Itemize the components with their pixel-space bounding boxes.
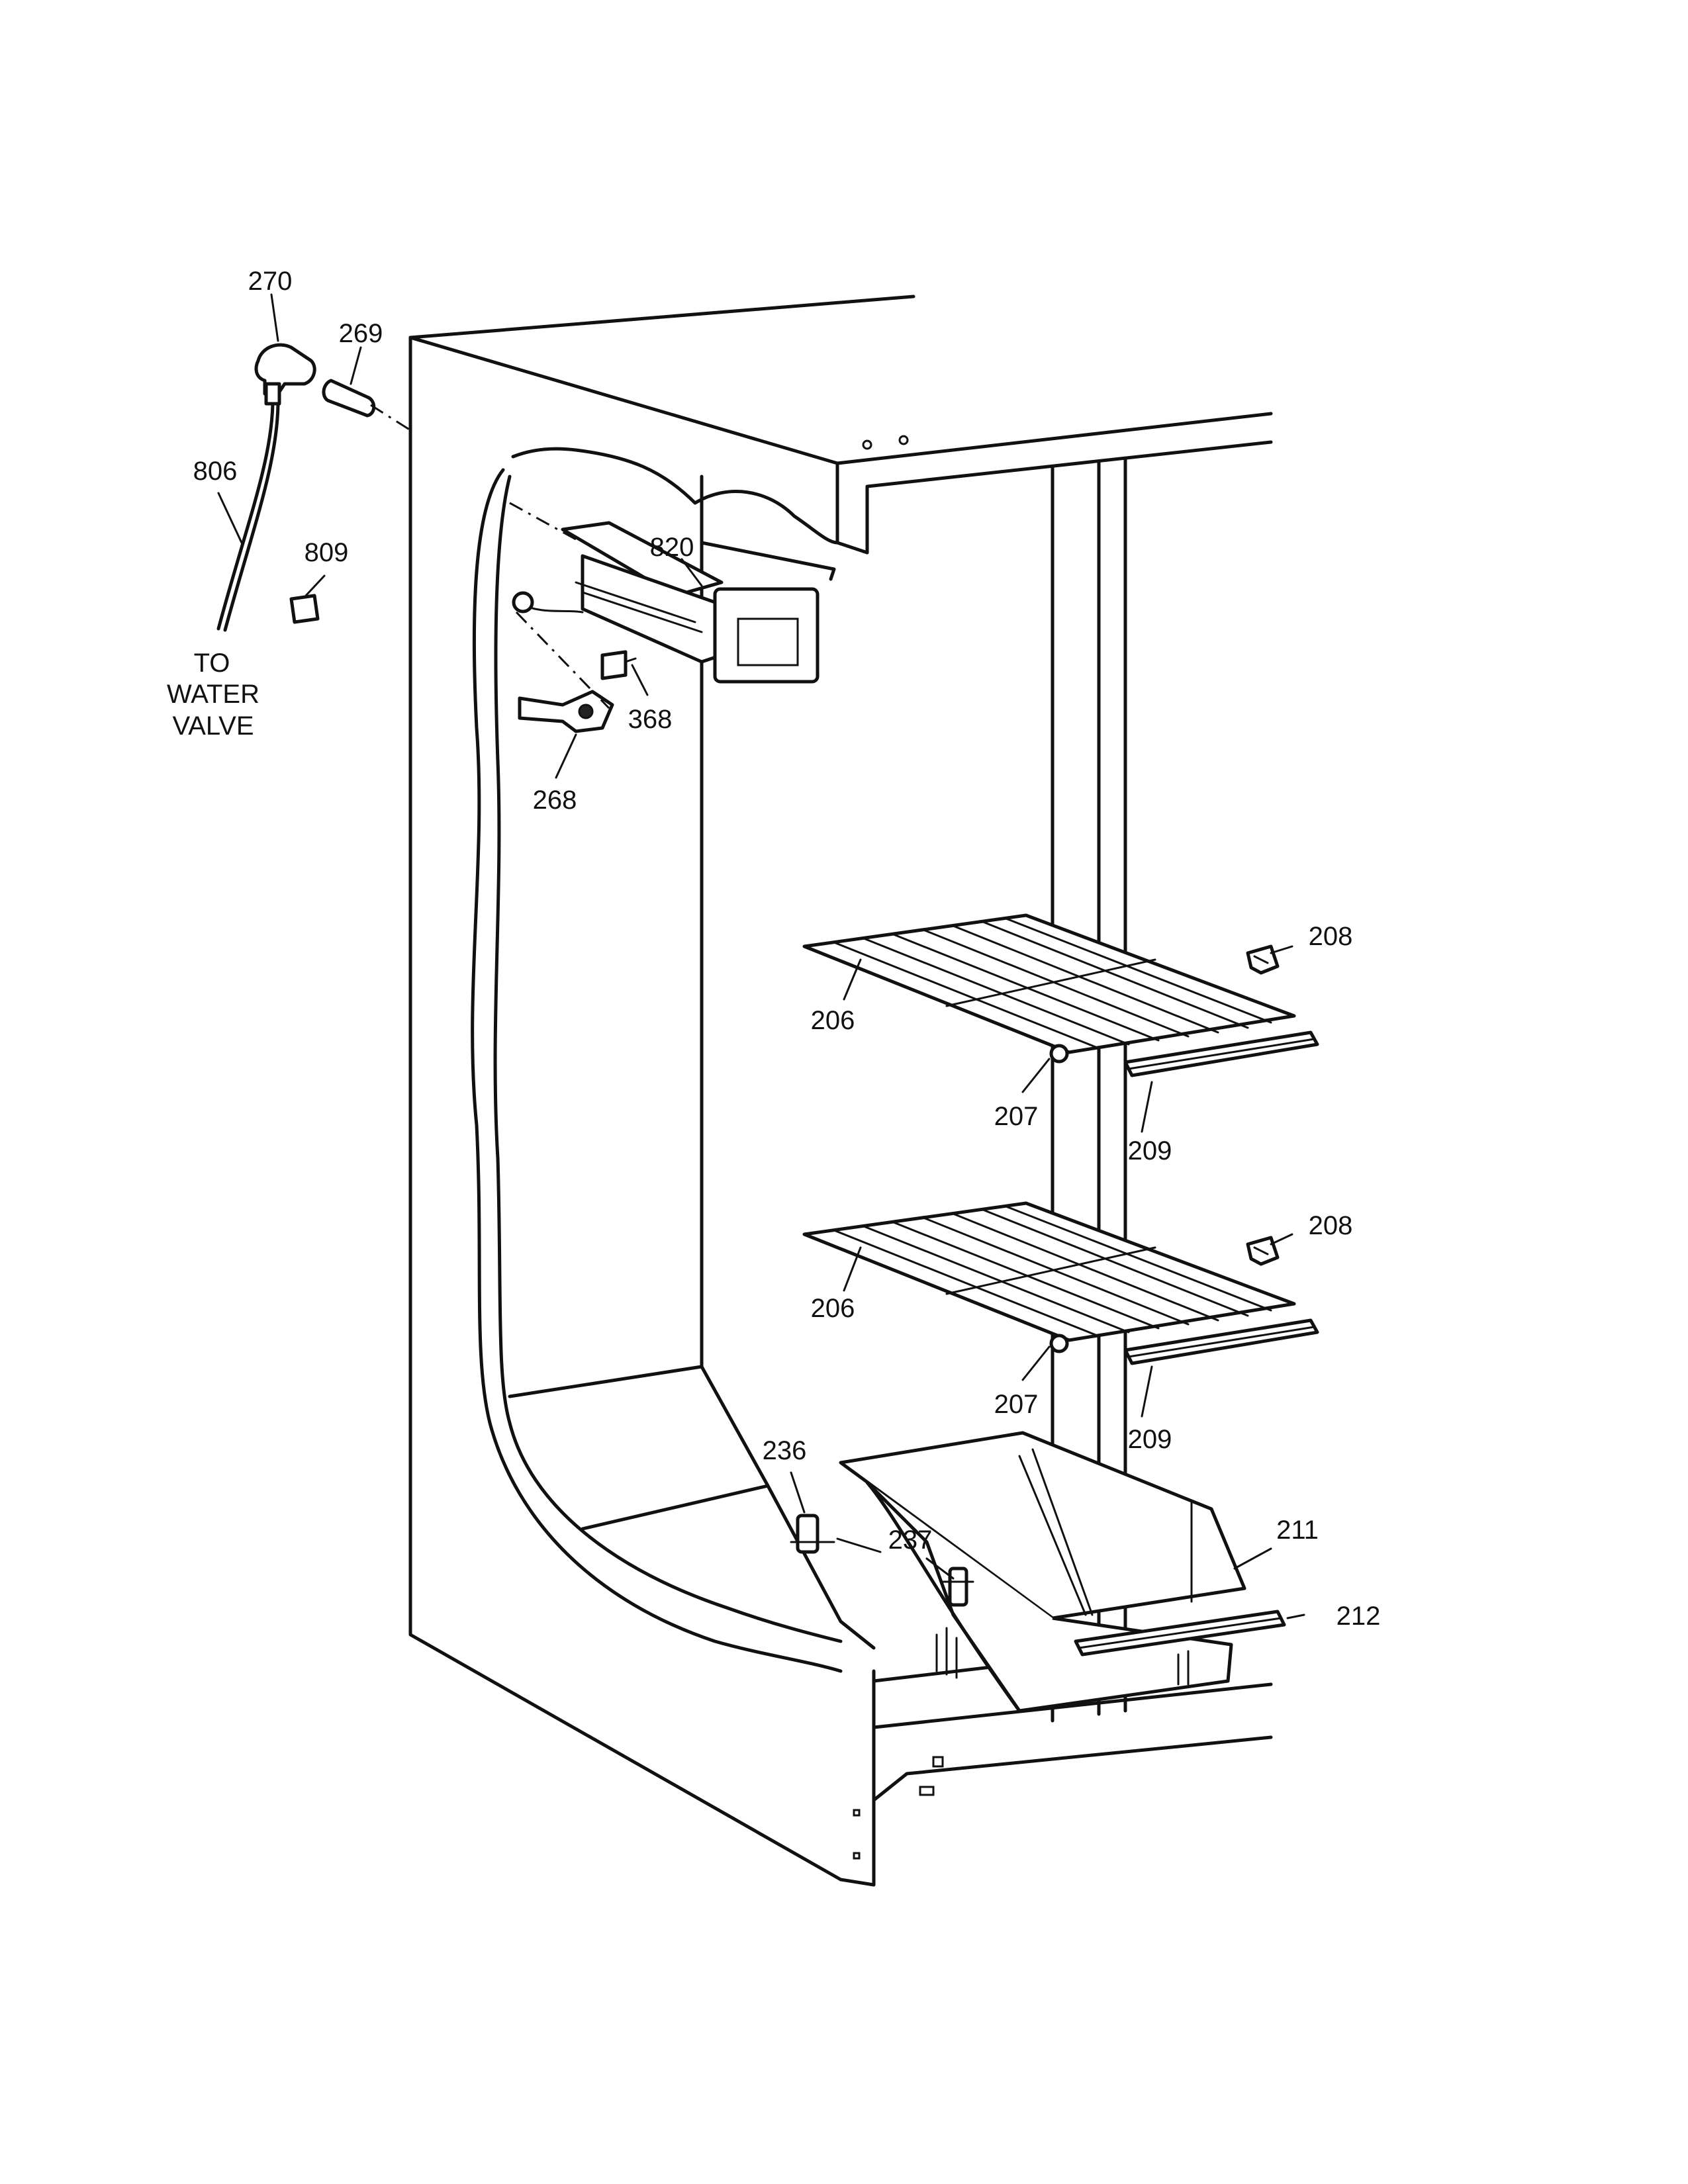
part-268 — [518, 690, 614, 733]
callout-212: 212 — [1336, 1602, 1381, 1631]
callout-270: 270 — [248, 267, 293, 296]
part-206 — [802, 913, 1296, 1054]
part-211 — [839, 1431, 1246, 1713]
part-368 — [600, 650, 637, 680]
part-270 — [254, 343, 316, 406]
callout-208-lower: 208 — [1309, 1211, 1353, 1240]
callout-237: 237 — [888, 1525, 933, 1555]
callout-809: 809 — [305, 538, 349, 567]
callout-820: 820 — [650, 533, 694, 562]
callout-211: 211 — [1276, 1516, 1319, 1545]
part-207 — [1049, 1334, 1069, 1353]
callout-206-upper: 206 — [811, 1006, 855, 1035]
part-806 — [216, 402, 280, 632]
note-line-3: VALVE — [172, 711, 254, 741]
part-208 — [1246, 1236, 1280, 1266]
part-207 — [1049, 1044, 1069, 1064]
callout-209-lower: 209 — [1128, 1425, 1172, 1454]
part-236 — [790, 1514, 882, 1554]
part-212 — [1074, 1610, 1286, 1657]
part-209 — [1123, 1030, 1319, 1077]
part-208 — [1246, 944, 1280, 975]
callout-236: 236 — [763, 1436, 807, 1465]
callout-806: 806 — [193, 457, 238, 486]
callout-207-upper: 207 — [994, 1102, 1039, 1131]
liner-cutaway — [471, 447, 843, 1673]
note-line-1: TO — [194, 649, 230, 678]
callout-268: 268 — [533, 786, 577, 815]
callout-207-lower: 207 — [994, 1390, 1039, 1419]
part-237 — [942, 1567, 974, 1607]
part-820 — [512, 521, 836, 684]
note-line-2: WATER — [167, 680, 259, 709]
callout-209-upper: 209 — [1128, 1136, 1172, 1165]
callout-368: 368 — [628, 705, 673, 734]
part-206 — [802, 1201, 1296, 1342]
part-209 — [1123, 1318, 1319, 1365]
callout-206-lower: 206 — [811, 1294, 855, 1323]
leader-lines — [217, 293, 1305, 1619]
callout-208-upper: 208 — [1309, 922, 1353, 951]
part-809 — [289, 594, 320, 624]
part-269 — [322, 379, 376, 418]
callout-269: 269 — [339, 319, 383, 348]
water-valve-note: TO WATER VALVE — [167, 649, 259, 741]
callout-labels: 270 269 806 809 820 368 268 208 206 207 … — [193, 267, 1381, 1631]
